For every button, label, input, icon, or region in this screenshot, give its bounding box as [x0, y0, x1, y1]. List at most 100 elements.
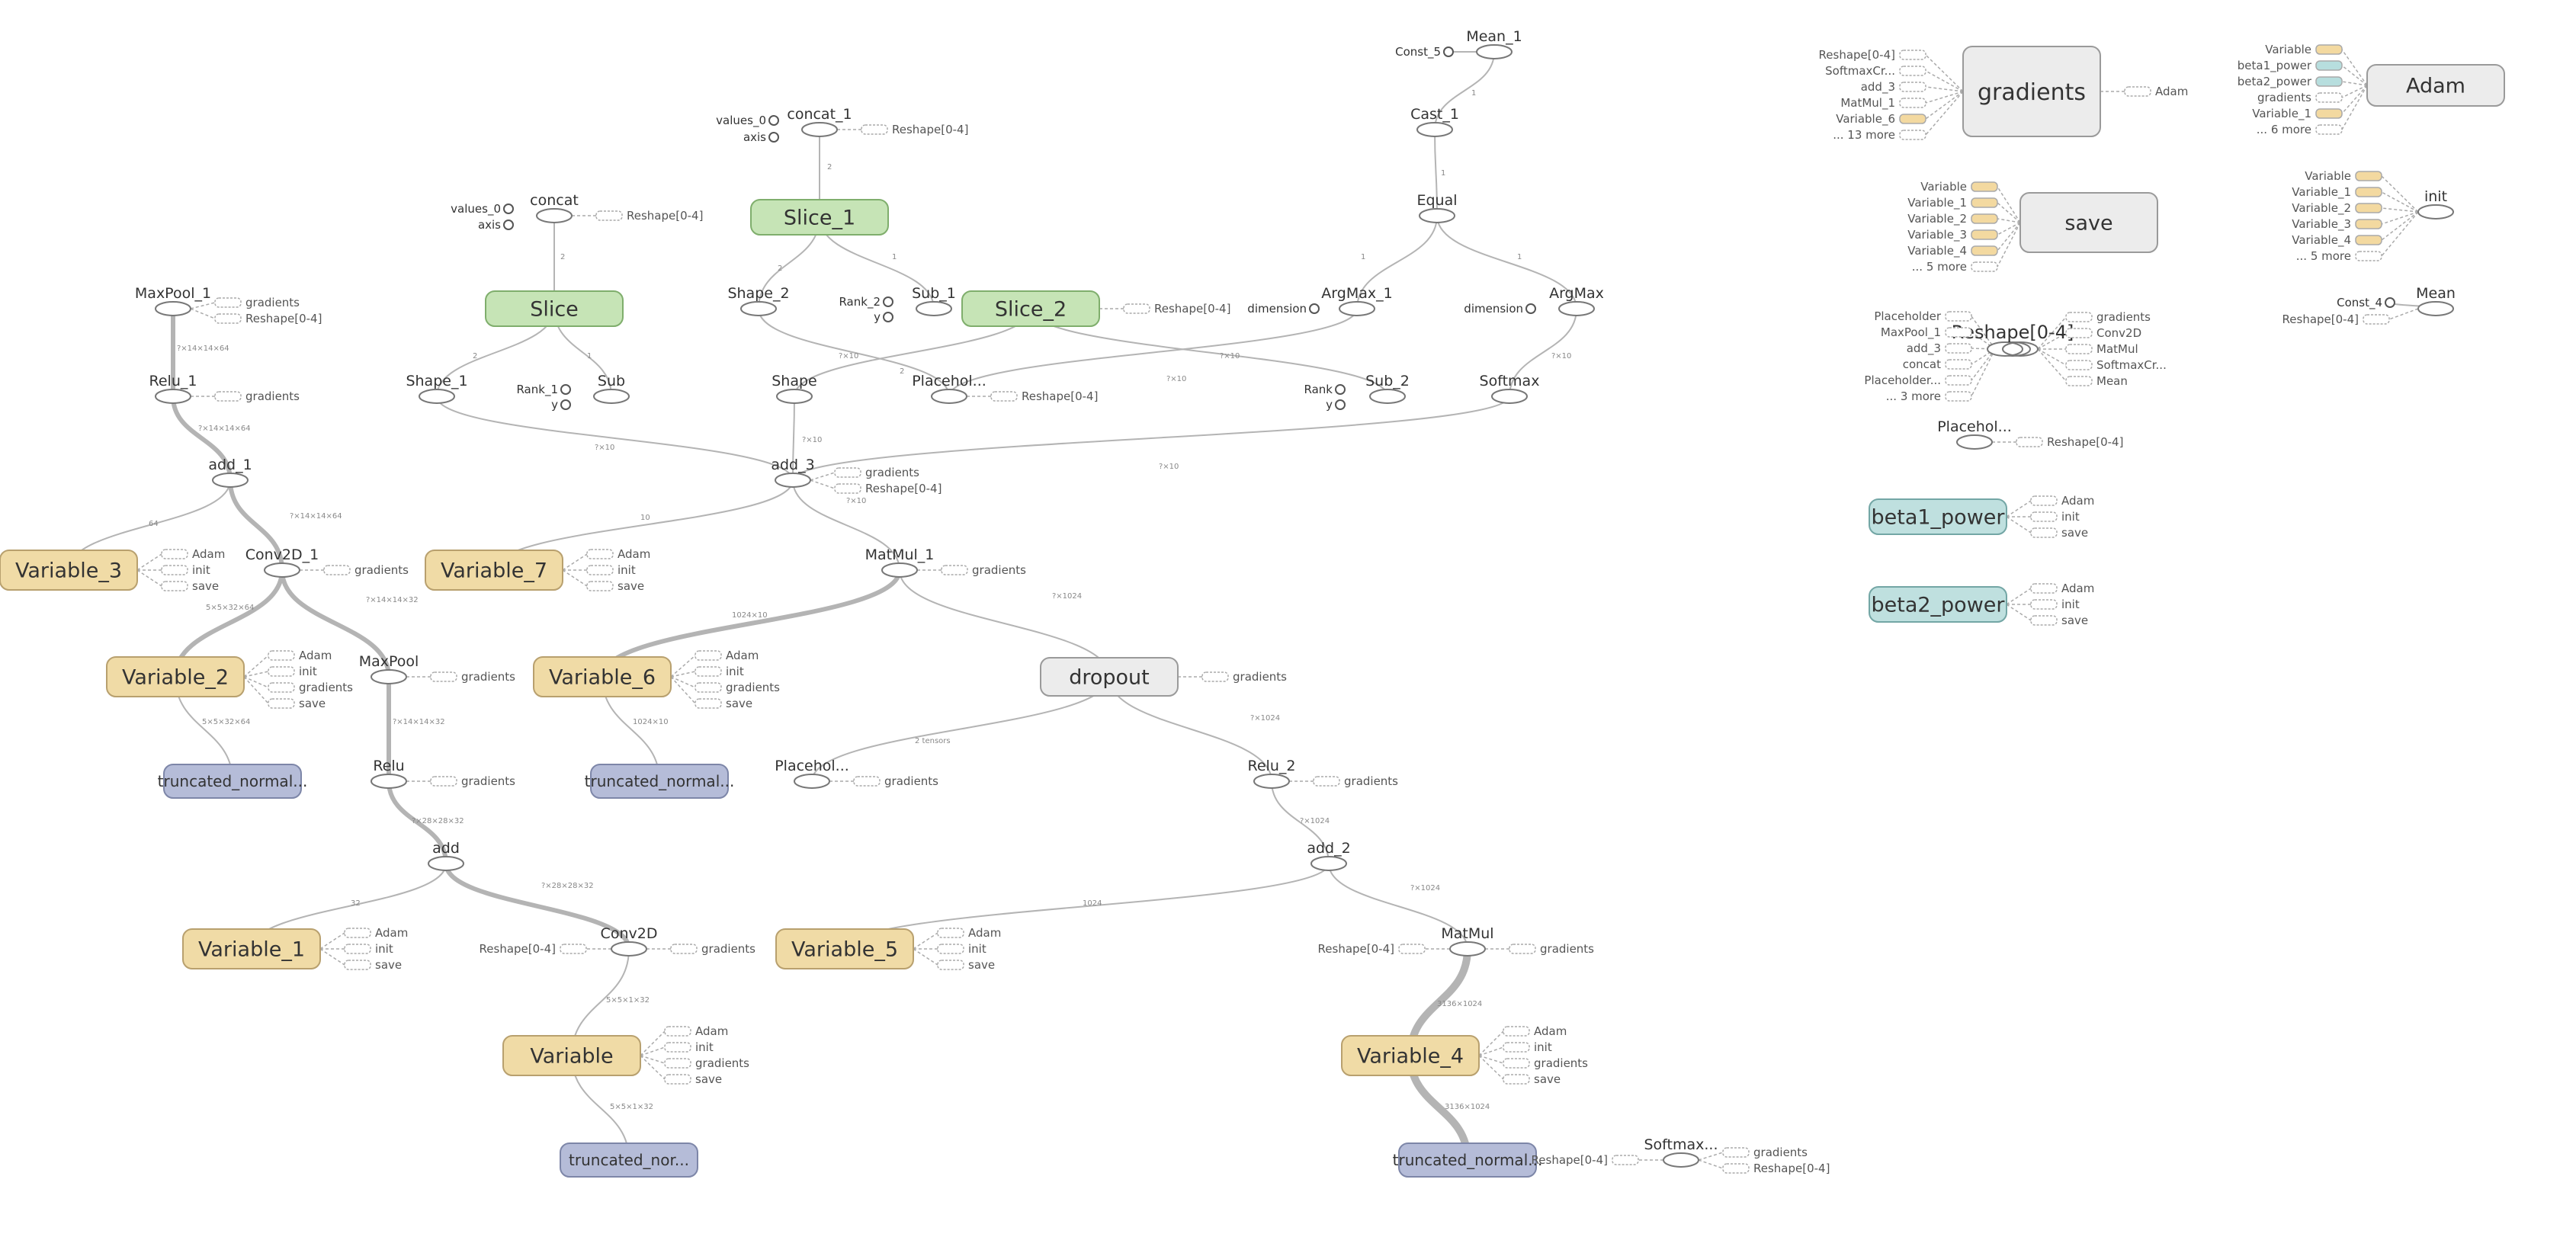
node-axis-b[interactable]: axis	[743, 130, 779, 144]
node-concat-1[interactable]: concat_1	[787, 106, 852, 137]
node-beta1-power[interactable]: beta1_power	[1869, 498, 2007, 535]
node-shape-1[interactable]: Shape_1	[406, 373, 468, 404]
node-variable-4[interactable]: Variable_4	[1341, 1035, 1480, 1076]
edge-label: 1	[587, 352, 592, 361]
node-softmax[interactable]: Softmax	[1480, 373, 1540, 404]
node-dimension-1[interactable]: dimension	[1247, 302, 1320, 316]
aux-chip	[664, 1026, 691, 1037]
aux-edge	[810, 479, 836, 489]
node-placeholder-r[interactable]: Placehol...	[1937, 418, 2012, 450]
node-concat[interactable]: concat	[530, 192, 579, 223]
node-conv2d[interactable]: Conv2D	[601, 925, 658, 957]
node-placeholder-top[interactable]: Placehol...	[912, 373, 986, 404]
node-y-3[interactable]: y	[1326, 398, 1346, 412]
node-relu-1[interactable]: Relu_1	[149, 373, 197, 404]
node-add[interactable]: add	[428, 840, 464, 871]
node-axis-a[interactable]: axis	[478, 218, 514, 232]
node-variable-1[interactable]: Variable_1	[182, 928, 321, 969]
node-sub-1[interactable]: Sub_1	[912, 285, 956, 316]
node-variable-5[interactable]: Variable_5	[775, 928, 914, 969]
aux-edge	[2341, 49, 2368, 86]
edge-label: ?×10	[802, 436, 822, 444]
node-maxpool[interactable]: MaxPool	[359, 653, 419, 684]
aux-chip	[268, 698, 295, 709]
aux-edge	[1478, 1055, 1504, 1064]
aux-label: Variable	[1920, 180, 1967, 194]
node-trunc-2[interactable]: truncated_normal...	[585, 764, 735, 799]
node-slice[interactable]: Slice	[485, 290, 624, 327]
aux-chip	[2065, 376, 2093, 386]
aux-chip	[670, 944, 698, 954]
node-relu-2[interactable]: Relu_2	[1248, 758, 1296, 789]
aux-label: Reshape[0-4]	[245, 312, 322, 325]
node-gradients[interactable]: gradients	[1962, 46, 2101, 137]
aux-label: save	[968, 958, 995, 972]
node-beta2-power[interactable]: beta2_power	[1869, 586, 2007, 623]
node-trunc-4[interactable]: truncated_normal...	[1393, 1142, 1543, 1178]
aux-chip	[1722, 1147, 1750, 1158]
node-dimension-2[interactable]: dimension	[1464, 302, 1536, 316]
node-argmax[interactable]: ArgMax	[1549, 285, 1604, 316]
node-adam[interactable]: Adam	[2366, 64, 2505, 107]
node-cast-1[interactable]: Cast_1	[1410, 106, 1459, 137]
node-values-0-a[interactable]: values_0	[451, 202, 514, 216]
node-rank-2[interactable]: Rank_2	[839, 295, 893, 309]
edge-label: 1	[1441, 169, 1445, 178]
node-rank[interactable]: Rank	[1304, 383, 1346, 396]
node-matmul-1[interactable]: MatMul_1	[865, 546, 935, 578]
node-placeholder-mid[interactable]: Placehol...	[775, 758, 849, 789]
node-trunc-3[interactable]: truncated_nor...	[560, 1142, 698, 1178]
node-label: Relu_1	[149, 373, 197, 389]
node-variable-6[interactable]: Variable_6	[533, 656, 672, 697]
aux-label: ... 3 more	[1886, 389, 1941, 403]
aux-chip	[2315, 124, 2343, 135]
node-add-2[interactable]: add_2	[1307, 840, 1351, 871]
node-const-4[interactable]: Const_4	[2337, 296, 2395, 310]
aux-chip	[2315, 92, 2343, 103]
aux-edge	[2006, 500, 2032, 518]
node-variable-7[interactable]: Variable_7	[425, 550, 563, 591]
node-init[interactable]: init	[2417, 188, 2454, 220]
const-node-icon	[1443, 46, 1454, 57]
node-box	[590, 764, 729, 799]
node-maxpool-1[interactable]: MaxPool_1	[135, 285, 211, 316]
node-label: Slice_2	[995, 298, 1067, 322]
node-trunc-1[interactable]: truncated_normal...	[158, 764, 308, 799]
node-sub-2[interactable]: Sub_2	[1365, 373, 1410, 404]
node-dropout[interactable]: dropout	[1040, 657, 1179, 697]
node-add-1[interactable]: add_1	[208, 457, 252, 488]
node-sub[interactable]: Sub	[593, 373, 630, 404]
node-variable-2[interactable]: Variable_2	[106, 656, 245, 697]
node-equal[interactable]: Equal	[1416, 192, 1458, 223]
node-relu[interactable]: Relu	[371, 758, 407, 789]
node-slice-2[interactable]: Slice_2	[961, 290, 1100, 327]
aux-edge	[243, 676, 269, 688]
node-const-5[interactable]: Const_5	[1395, 45, 1454, 59]
edge-add_1-conv2d_1	[228, 479, 284, 571]
node-box	[106, 656, 245, 697]
node-matmul[interactable]: MatMul	[1441, 925, 1494, 957]
aux-label: save	[726, 697, 752, 710]
node-variable-3[interactable]: Variable_3	[0, 550, 138, 591]
node-label: truncated_normal...	[1393, 1151, 1543, 1169]
node-shape-2[interactable]: Shape_2	[727, 285, 790, 316]
node-rank-1[interactable]: Rank_1	[516, 383, 571, 397]
aux-chip	[214, 297, 242, 308]
node-mean[interactable]: Mean	[2416, 285, 2456, 316]
node-box	[775, 928, 914, 969]
node-y-2[interactable]: y	[874, 310, 893, 324]
aux-label: Mean	[2096, 374, 2128, 388]
node-shape[interactable]: Shape	[772, 373, 817, 404]
node-mean-1[interactable]: Mean_1	[1466, 28, 1522, 59]
node-save[interactable]: save	[2019, 192, 2158, 253]
node-conv2d-1[interactable]: Conv2D_1	[245, 546, 319, 578]
node-values-0-b[interactable]: values_0	[716, 114, 779, 128]
node-y-1[interactable]: y	[551, 398, 571, 412]
node-argmax-1[interactable]: ArgMax_1	[1321, 285, 1393, 316]
aux-label: init	[968, 942, 986, 956]
node-label: dropout	[1069, 666, 1150, 690]
node-add-3[interactable]: add_3	[771, 457, 815, 488]
node-slice-1[interactable]: Slice_1	[750, 199, 889, 236]
node-softmax-b[interactable]: Softmax...	[1644, 1136, 1718, 1168]
node-variable[interactable]: Variable	[502, 1035, 641, 1076]
